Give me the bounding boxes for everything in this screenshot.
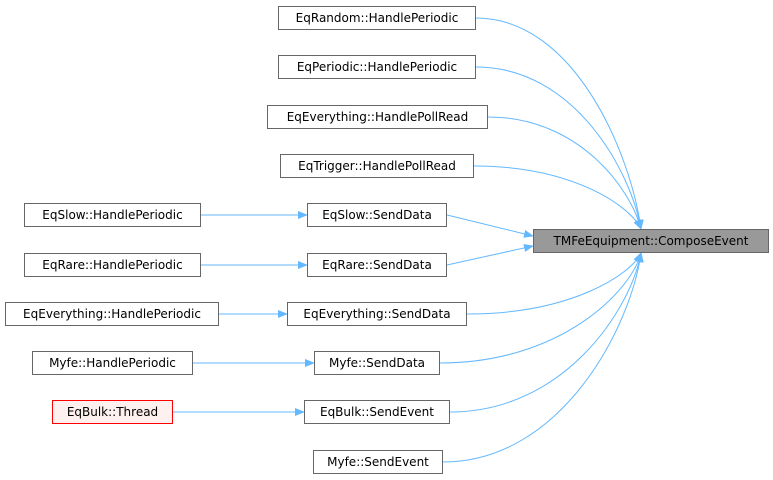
node-eqrare-senddata[interactable]: EqRare::SendData	[307, 253, 447, 277]
node-eqbulk-sendevent[interactable]: EqBulk::SendEvent	[304, 400, 450, 424]
edge-eqslow_sd-to-compose	[446, 214, 534, 238]
node-tmfeequipment-composeevent[interactable]: TMFeEquipment::ComposeEvent	[533, 229, 769, 253]
edge-eqeverything_sd-to-compose	[466, 252, 642, 315]
edge-eqeverything_hpr-to-compose	[487, 116, 643, 230]
node-eqrandom-handleperiodic[interactable]: EqRandom::HandlePeriodic	[278, 6, 476, 30]
node-myfe-sendevent[interactable]: Myfe::SendEvent	[313, 450, 443, 474]
node-eqslow-handleperiodic[interactable]: EqSlow::HandlePeriodic	[24, 203, 201, 227]
edge-eqbulk_se-to-compose	[449, 252, 644, 413]
node-eqeverything-handlepollread[interactable]: EqEverything::HandlePollRead	[267, 105, 488, 129]
node-eqslow-senddata[interactable]: EqSlow::SendData	[307, 203, 447, 227]
node-myfe-senddata[interactable]: Myfe::SendData	[314, 351, 440, 375]
edge-eqrare_sd-to-compose	[446, 244, 534, 266]
node-eqeverything-senddata[interactable]: EqEverything::SendData	[287, 302, 467, 326]
node-eqperiodic-handleperiodic[interactable]: EqPeriodic::HandlePeriodic	[278, 55, 476, 79]
node-myfe-handleperiodic[interactable]: Myfe::HandlePeriodic	[32, 351, 193, 375]
node-eqtrigger-handlepollread[interactable]: EqTrigger::HandlePollRead	[280, 154, 474, 178]
edge-eqrandom_hp-to-compose	[475, 17, 644, 230]
edge-eqperiodic_hp-to-compose	[475, 66, 644, 230]
edge-myfe_sd-to-compose	[439, 252, 643, 364]
node-eqrare-handleperiodic[interactable]: EqRare::HandlePeriodic	[24, 253, 201, 277]
node-eqbulk-thread[interactable]: EqBulk::Thread	[52, 400, 173, 424]
edge-eqtrigger_hpr-to-compose	[473, 165, 642, 230]
edge-myfe_se-to-compose	[442, 252, 644, 463]
node-eqeverything-handleperiodic[interactable]: EqEverything::HandlePeriodic	[5, 302, 219, 326]
